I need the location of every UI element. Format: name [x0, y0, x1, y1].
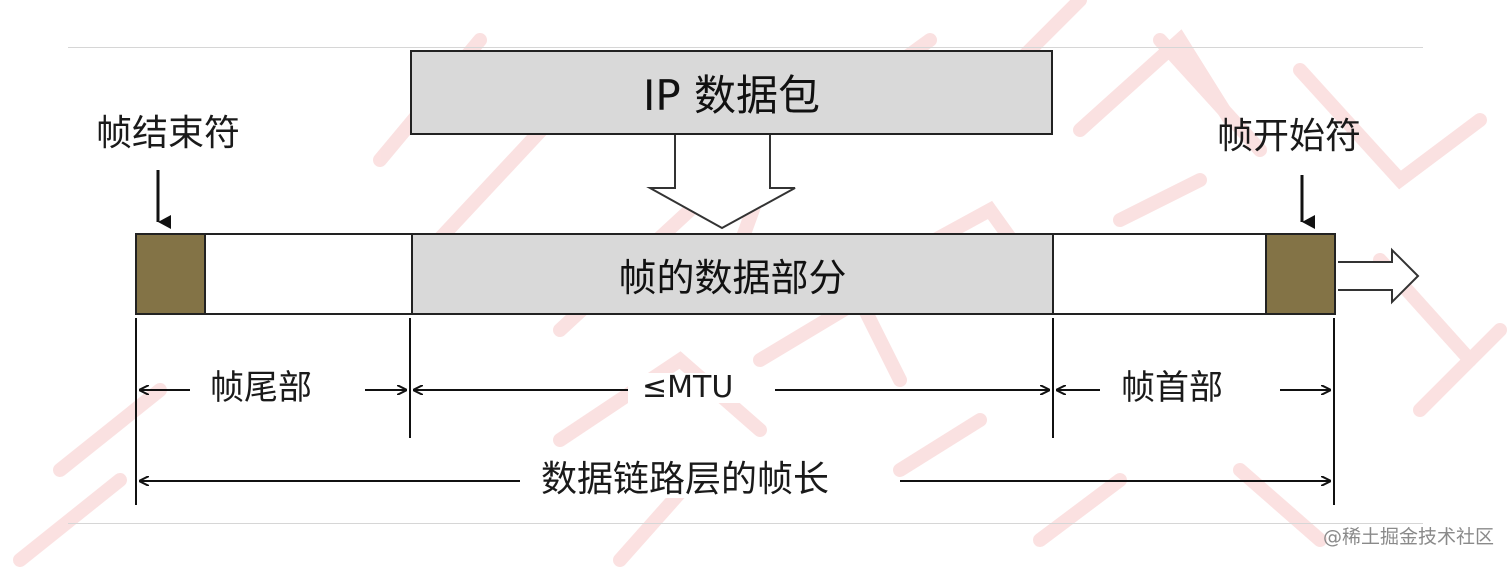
- ip-packet-label: IP 数据包: [642, 71, 821, 120]
- frame-data-segment: 帧的数据部分: [411, 235, 1054, 313]
- header-label: 帧首部: [1107, 371, 1237, 405]
- mtu-label: ≤MTU: [628, 373, 748, 403]
- frame-bar: 帧的数据部分: [135, 233, 1336, 315]
- site-watermark: @稀土掘金技术社区: [1322, 526, 1494, 548]
- frame-start-flag: [1265, 235, 1334, 313]
- ip-packet-box: IP 数据包: [410, 50, 1053, 135]
- frame-end-flag: [137, 235, 206, 313]
- trailer-label: 帧尾部: [196, 371, 326, 405]
- bottom-rule: [68, 523, 1423, 524]
- frame-length-label: 数据链路层的帧长: [527, 462, 844, 498]
- frame-end-marker-label: 帧结束符: [96, 113, 241, 154]
- encapsulate-arrow: [646, 135, 796, 230]
- frame-data-label: 帧的数据部分: [618, 255, 847, 300]
- direction-arrow: [1338, 247, 1420, 305]
- top-rule: [68, 47, 1423, 48]
- frame-start-marker-label: 帧开始符: [1217, 116, 1362, 157]
